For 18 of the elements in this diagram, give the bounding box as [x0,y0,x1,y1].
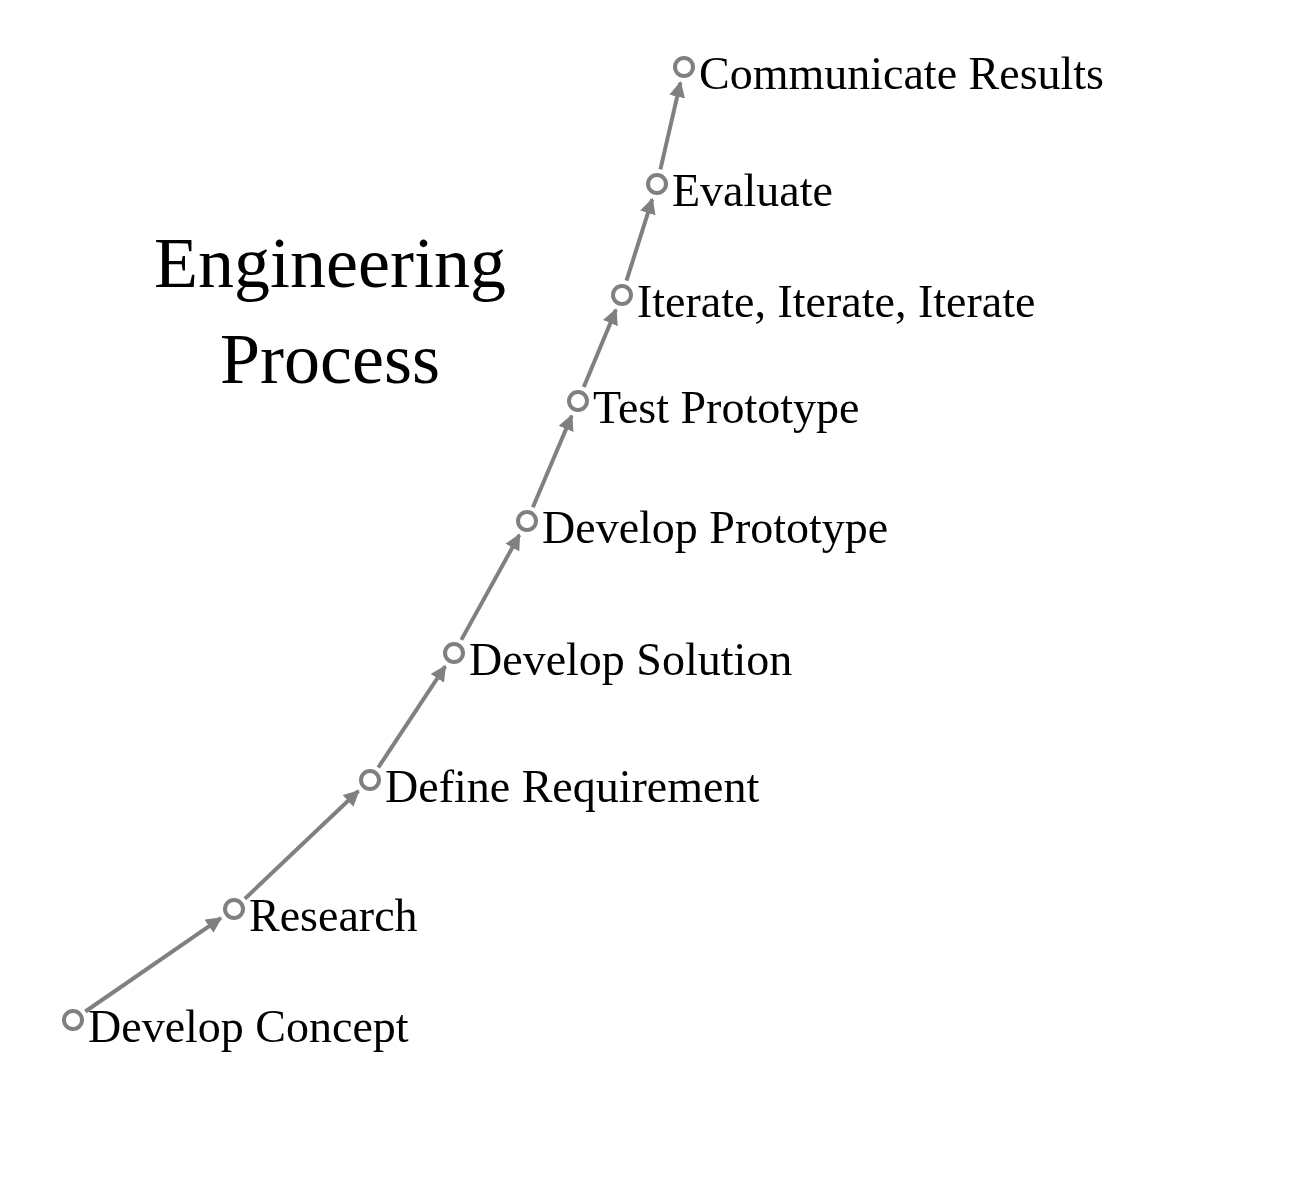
arrow [376,664,447,769]
arrow [84,916,223,1014]
arrow [658,81,685,170]
step-label: Test Prototype [593,380,860,434]
step-label: Research [249,888,418,942]
arrow [624,197,656,282]
step-label: Iterate, Iterate, Iterate [637,274,1036,328]
arrow [243,789,360,901]
step-label: Develop Solution [469,632,793,686]
step-label: Define Requirement [385,759,760,813]
step-label: Develop Concept [88,999,409,1053]
step-label: Develop Prototype [542,500,889,554]
step-label: Communicate Results [699,46,1104,100]
arrow [459,533,522,641]
arrow [581,308,618,388]
diagram-title: Engineering Process [153,222,507,401]
step-label: Evaluate [672,163,833,217]
arrow [531,414,574,508]
